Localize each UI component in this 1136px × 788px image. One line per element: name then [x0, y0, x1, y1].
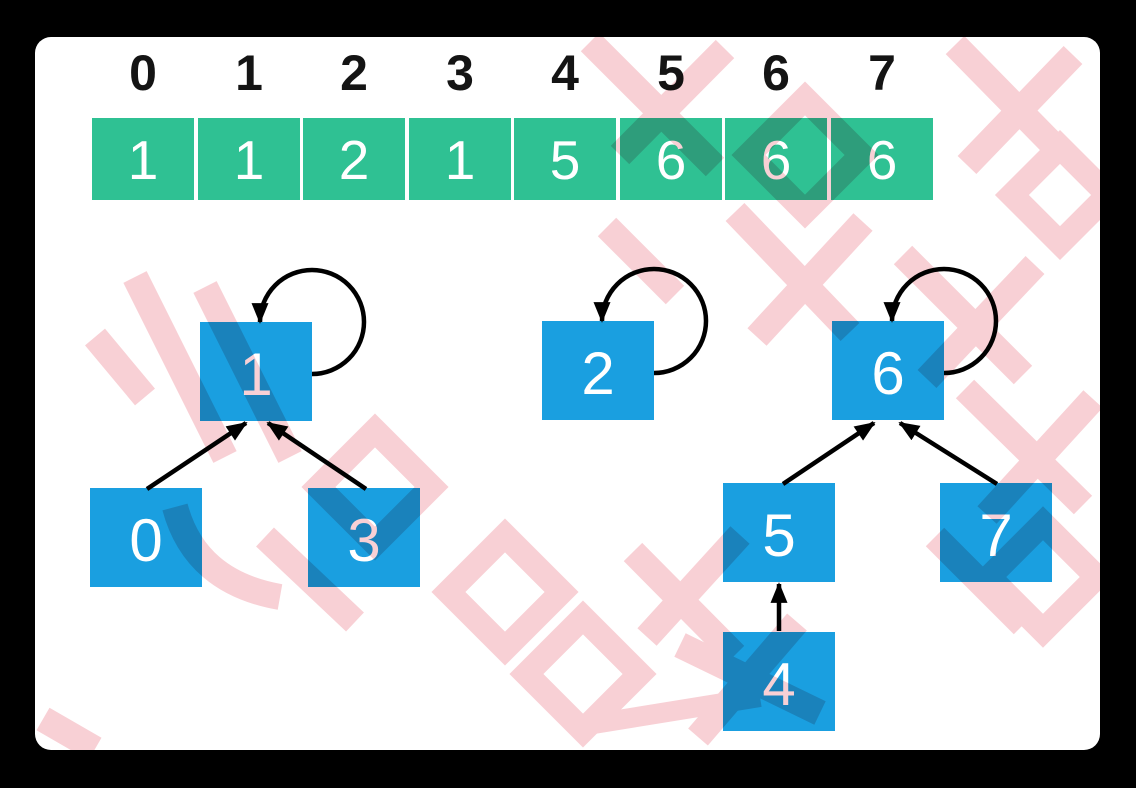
- edge-5-to-6: [781, 421, 876, 486]
- array-cell: 1: [198, 118, 300, 200]
- array-index-label: 4: [551, 45, 579, 101]
- edge-7-to-6: [898, 421, 999, 486]
- array-cell: 1: [92, 118, 194, 200]
- array-cell: 5: [514, 118, 616, 200]
- array-index-label: 3: [446, 45, 474, 101]
- array-cell: 6: [831, 118, 933, 200]
- array-index-label: 2: [340, 45, 368, 101]
- array-cell: 6: [620, 118, 722, 200]
- array-cell: 1: [409, 118, 511, 200]
- tree-node-3: 3: [308, 488, 420, 587]
- tree-node-5: 5: [723, 483, 835, 582]
- tree-node-0: 0: [90, 488, 202, 587]
- tree-node-6: 6: [832, 321, 944, 420]
- tree-node-7: 7: [940, 483, 1052, 582]
- array-index-label: 6: [762, 45, 790, 101]
- edge-0-to-1: [145, 421, 248, 491]
- edge-3-to-1: [266, 421, 368, 491]
- slide-card: 0 1 2 3 4 5 6 7 1 1 2 1 5 6 6 6 1 2 6 0 …: [35, 37, 1100, 750]
- array-index-label: 7: [868, 45, 896, 101]
- tree-node-2: 2: [542, 321, 654, 420]
- array-index-label: 5: [657, 45, 685, 101]
- tree-node-4: 4: [723, 632, 835, 731]
- array-cell: 6: [725, 118, 827, 200]
- array-cell: 2: [303, 118, 405, 200]
- array-index-label: 0: [129, 45, 157, 101]
- array-index-label: 1: [235, 45, 263, 101]
- tree-node-1: 1: [200, 322, 312, 421]
